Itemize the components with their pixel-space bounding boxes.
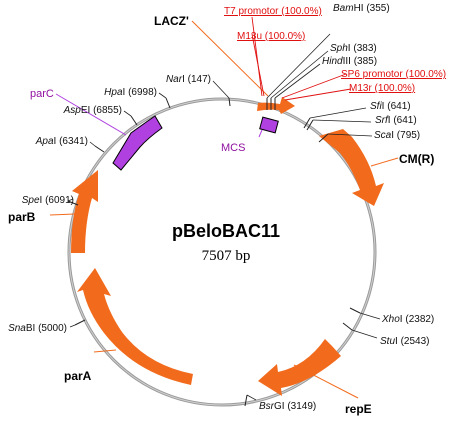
- site-label-snabi: SnaBI (5000): [8, 323, 67, 334]
- site-label-sfii: SfiI (641): [370, 101, 411, 112]
- leader-lines: [67, 33, 381, 401]
- cmr-arrow: [319, 129, 384, 206]
- leader-parc: [55, 93, 127, 136]
- site-label-bamhi: BamHI (355): [333, 3, 390, 14]
- leader-lacz: [191, 20, 269, 97]
- tick-hpai: [165, 97, 171, 109]
- label-parc: parC: [30, 88, 54, 100]
- leader-hindiii: [274, 63, 321, 99]
- plasmid-backbone-inner: [68, 98, 376, 406]
- leader-bamhi: [266, 33, 331, 99]
- mcs-box: [259, 116, 279, 134]
- leader-sfii: [309, 107, 367, 119]
- label-lacz: LACZ': [154, 14, 189, 28]
- site-ticks: [67, 97, 361, 407]
- tick-scai: [318, 133, 329, 143]
- leader-hpai: [158, 92, 167, 99]
- leader-sp6: [281, 73, 347, 99]
- tick-stui: [342, 322, 353, 331]
- tick-spei: [67, 200, 79, 206]
- label-m13r: M13r (100.0%): [349, 83, 415, 94]
- label-m13u: M13u (100.0%): [237, 31, 305, 42]
- label-parb: parB: [8, 210, 36, 224]
- leader-spei: [67, 198, 74, 202]
- leader-aspei: [123, 110, 132, 117]
- leader-t7: [251, 16, 263, 97]
- leader-nari: [212, 80, 230, 99]
- site-labels: BamHI (355) SphI (383) HindIII (385) Sfi…: [8, 3, 434, 412]
- leader-srfi: [312, 119, 372, 123]
- leader-m13r: [284, 88, 352, 101]
- site-label-apai: ApaI (6341): [35, 136, 88, 147]
- site-label-sphi: SphI (383): [330, 43, 377, 54]
- para-arrow: [77, 268, 193, 385]
- tick-apai: [94, 145, 105, 153]
- leader-parb: [49, 213, 76, 216]
- site-label-xhoi: XhoI (2382): [381, 314, 434, 325]
- plasmid-name: pBeloBAC11: [172, 221, 280, 241]
- tick-sfii: [303, 117, 311, 129]
- leader-mcs: [258, 129, 263, 138]
- site-label-stui: StuI (2543): [380, 336, 429, 347]
- site-label-scai: ScaI (795): [374, 130, 420, 141]
- label-mcs: MCS: [221, 142, 245, 154]
- tick-xhoi: [349, 307, 361, 314]
- leader-m13u: [251, 33, 265, 97]
- label-repe: repE: [345, 402, 372, 416]
- label-sp6: SP6 promotor (100.0%): [341, 69, 446, 80]
- leader-scai: [327, 133, 373, 137]
- leader-stui: [351, 329, 378, 339]
- tick-nari: [228, 97, 231, 107]
- parb-arrow: [71, 170, 98, 253]
- leader-sphi: [270, 50, 329, 99]
- tick-bsrgi: [244, 394, 248, 407]
- leader-para: [93, 349, 117, 353]
- label-cmr: CM(R): [399, 152, 434, 166]
- leader-apai: [89, 141, 96, 147]
- label-para: parA: [64, 369, 92, 383]
- site-label-spei: SpeI (6091): [22, 195, 74, 206]
- site-label-hpai: HpaI (6998): [104, 87, 157, 98]
- tick-srfi: [306, 119, 314, 131]
- site-label-srfi: SrfI (641): [375, 115, 417, 126]
- parc-box: [112, 115, 163, 171]
- tick-aspei: [130, 115, 138, 126]
- leader-snabi: [69, 324, 76, 328]
- leader-cmr: [370, 157, 399, 167]
- site-label-hindiii: HindIII (385): [322, 56, 377, 67]
- primer-leaders: [251, 16, 352, 101]
- site-label-bsrgi: BsrGI (3149): [259, 401, 316, 412]
- leader-bsrgi: [246, 394, 257, 401]
- site-label-aspei: AspEI (6855): [63, 105, 122, 116]
- leader-xhoi: [359, 312, 381, 320]
- plasmid-size: 7507 bp: [202, 248, 251, 264]
- site-label-nari: NarI (147): [166, 74, 211, 85]
- tick-snabi: [74, 319, 86, 326]
- leader-repe: [293, 364, 359, 399]
- label-t7: T7 promotor (100.0%): [224, 6, 322, 17]
